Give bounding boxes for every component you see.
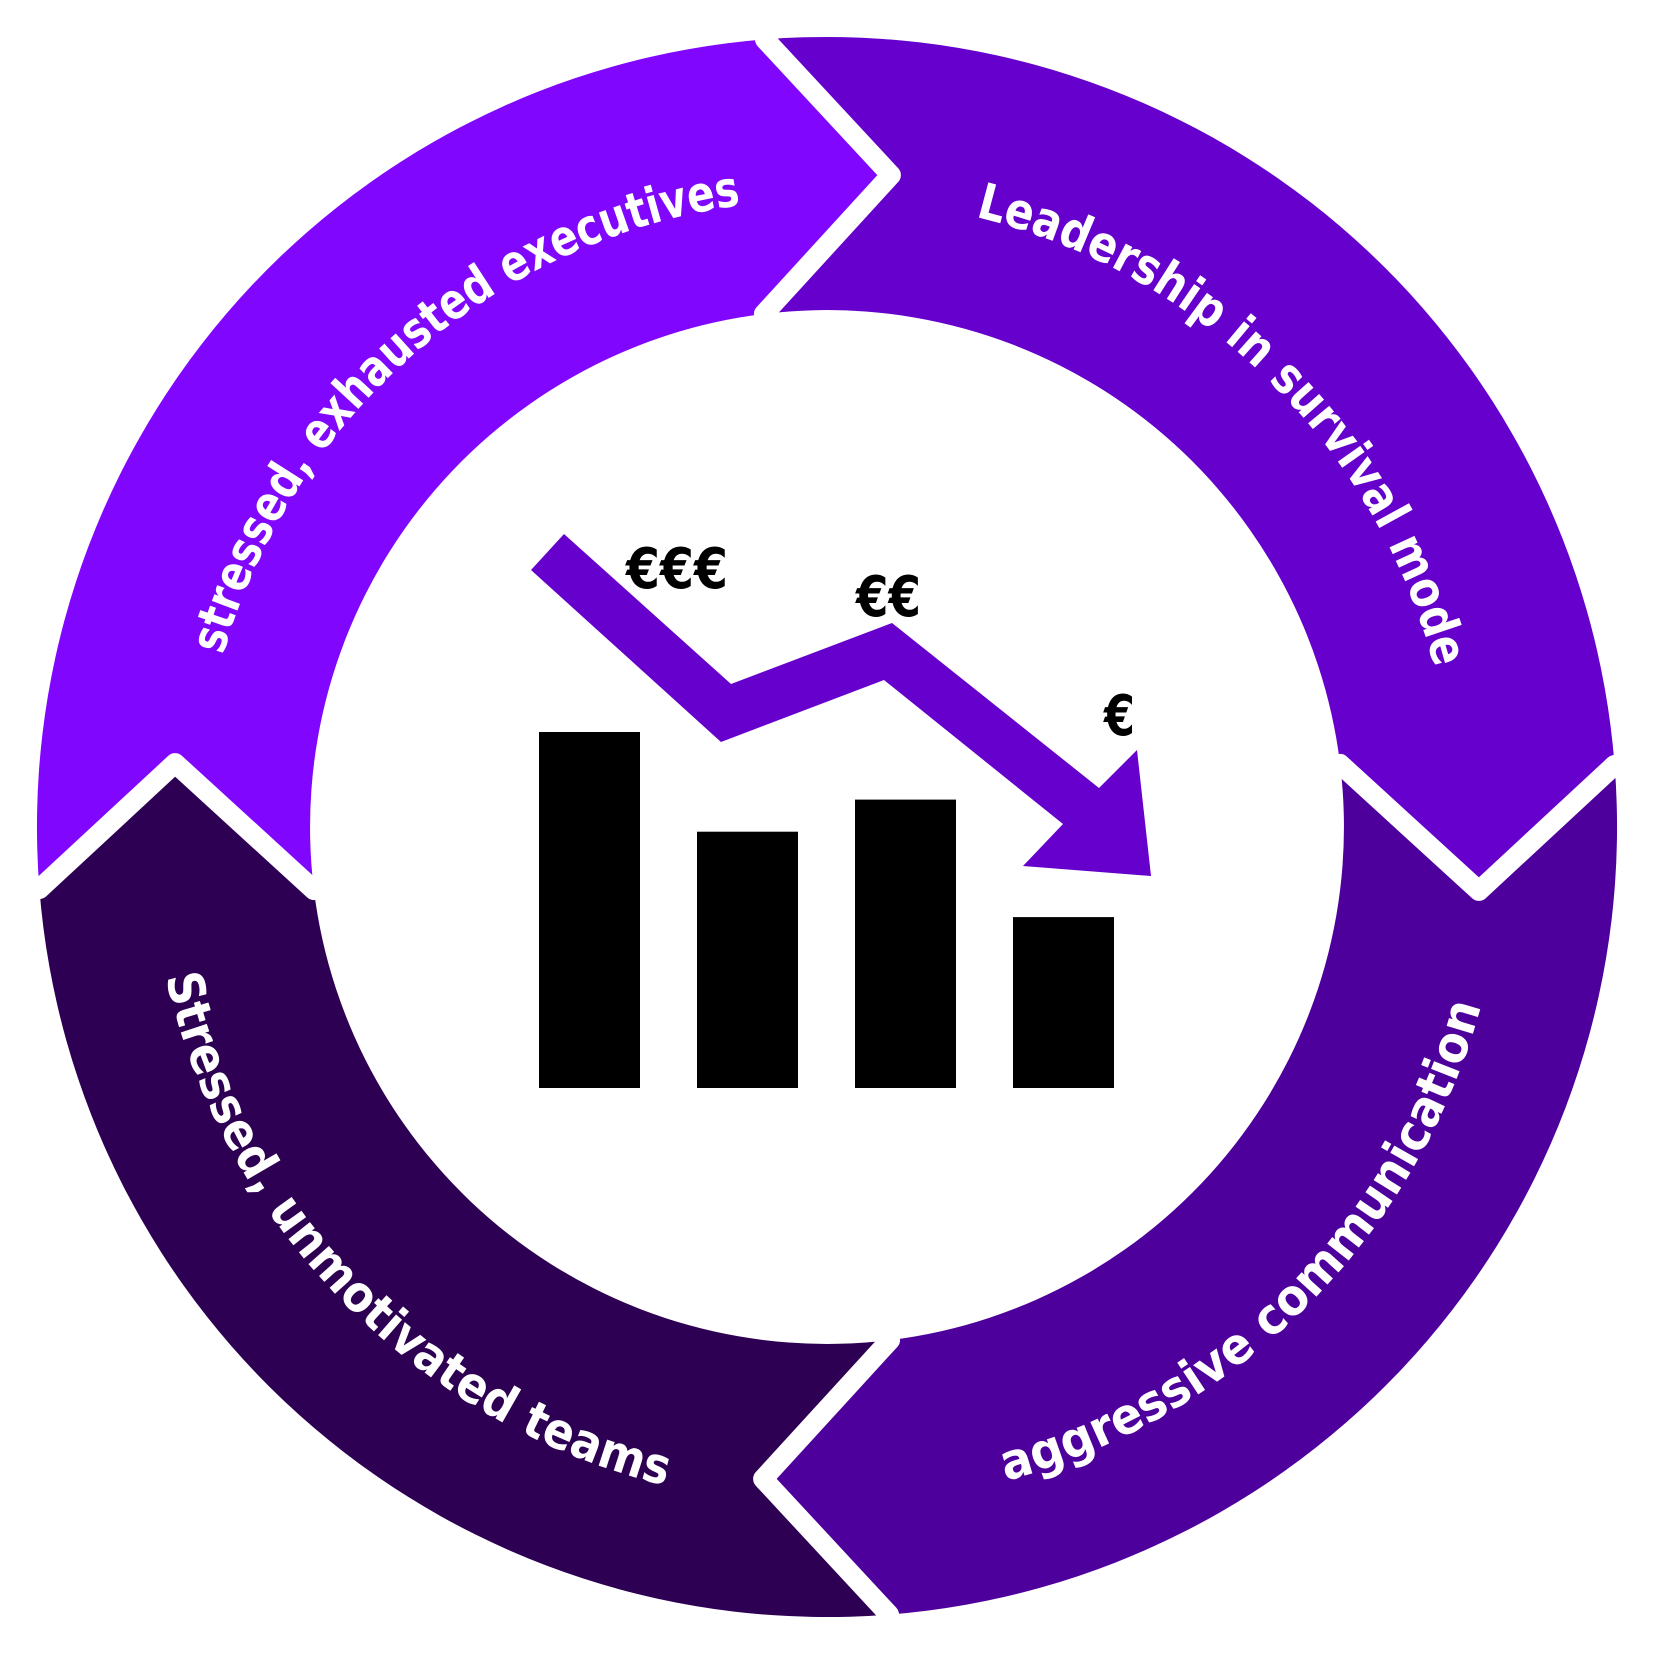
separator-gap <box>9 753 344 904</box>
bar-group <box>539 732 1114 1088</box>
segment-teams <box>39 763 890 1618</box>
declining-revenue-icon: €€€ €€ € <box>531 534 1151 1088</box>
euro-label-low: € <box>1102 684 1135 749</box>
bar-4 <box>1013 917 1114 1088</box>
segment-separators <box>9 9 1645 1645</box>
separator-gap <box>753 1310 904 1645</box>
separator-gap <box>1310 750 1645 901</box>
bar-1 <box>539 732 640 1088</box>
cycle-labels: stressed, exhausted executives Leadershi… <box>154 159 1493 1497</box>
downward-trend-arrow-icon <box>531 534 1151 876</box>
cycle-ring <box>36 36 1618 1618</box>
segment-executives <box>36 39 891 890</box>
bar-3 <box>855 799 956 1088</box>
euro-label-high: €€€ <box>624 537 728 602</box>
segment-communication <box>763 764 1618 1615</box>
segment-leadership <box>764 36 1615 891</box>
euro-label-mid: €€ <box>854 565 921 630</box>
bar-2 <box>697 831 798 1088</box>
separator-gap <box>750 9 901 344</box>
